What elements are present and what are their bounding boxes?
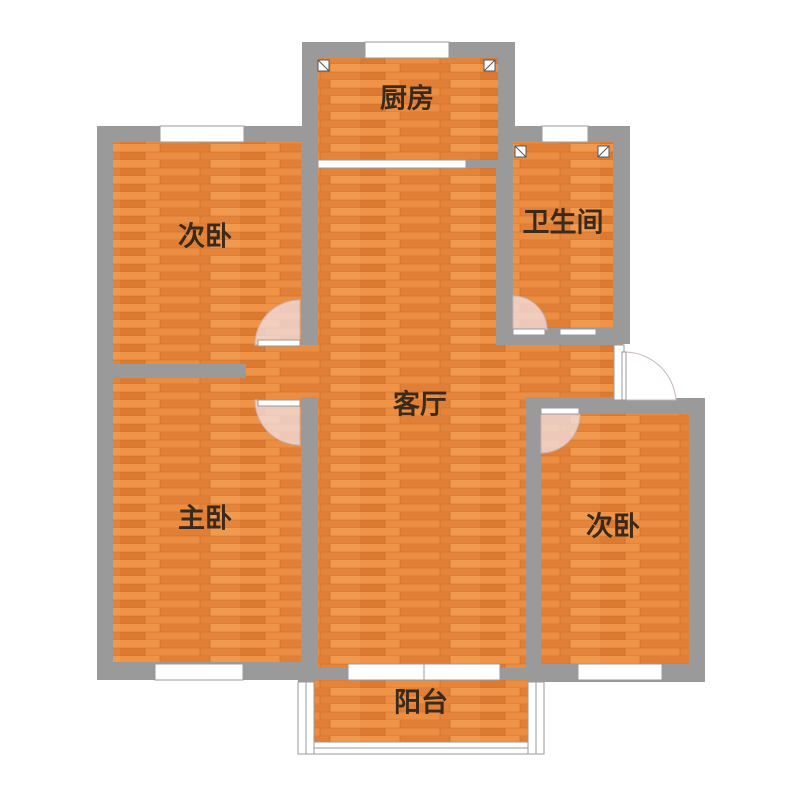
master-window bbox=[154, 663, 244, 681]
living-floor bbox=[318, 168, 496, 668]
room-labels: 厨房 次卧 卫生间 客厅 主卧 次卧 阳台 bbox=[178, 84, 640, 719]
master-door-swing bbox=[254, 399, 301, 446]
kitchen-window bbox=[364, 41, 450, 59]
door-swings bbox=[254, 295, 677, 454]
bathroom-door-swing bbox=[512, 295, 548, 331]
bedroom-e-floor bbox=[541, 414, 689, 664]
bedroom-nw-window bbox=[159, 125, 245, 143]
bathroom-floor bbox=[513, 142, 613, 328]
bedroom-e-window bbox=[577, 663, 663, 681]
kitchen-floor bbox=[318, 58, 498, 160]
living-ext-floor bbox=[496, 345, 526, 668]
floors bbox=[113, 58, 689, 742]
fixture-marks bbox=[317, 59, 610, 158]
bedroom-nw-label: 次卧 bbox=[178, 222, 232, 253]
bathroom-window bbox=[541, 125, 589, 143]
living-label: 客厅 bbox=[393, 389, 447, 421]
master-label: 主卧 bbox=[178, 504, 232, 535]
balcony-frame bbox=[305, 664, 537, 754]
bedroom-e-door-swing bbox=[540, 413, 581, 454]
kitchen-sliding-door bbox=[317, 159, 467, 169]
living-corridor-floor bbox=[246, 345, 614, 397]
balcony-floor bbox=[314, 680, 528, 742]
bedroom-e-label: 次卧 bbox=[586, 512, 640, 543]
bedroom-nw-door-swing bbox=[254, 299, 301, 346]
entry-door-swing bbox=[623, 351, 677, 401]
kitchen-label: 厨房 bbox=[380, 84, 434, 115]
door-leaves bbox=[257, 328, 627, 415]
balcony-label: 阳台 bbox=[394, 687, 448, 719]
bathroom-label: 卫生间 bbox=[523, 208, 604, 239]
